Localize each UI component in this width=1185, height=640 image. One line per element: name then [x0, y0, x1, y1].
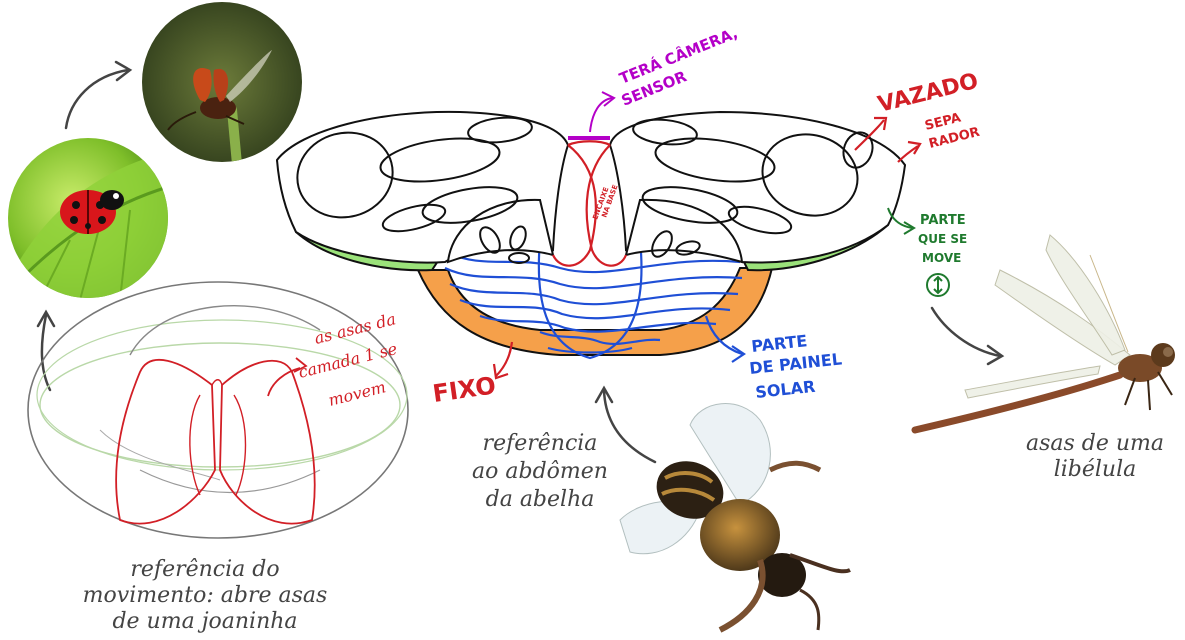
label-fixo-text: FIXO: [431, 371, 498, 408]
bee-arrow: [596, 388, 655, 462]
label-camera: TERÁ CÂMERA, SENSOR: [616, 23, 740, 110]
up-down-arrows-icon: [927, 274, 949, 296]
caption-ref-abdomen-line1: referência: [483, 431, 598, 456]
caption-ref-movimento: referência do movimento: abre asas de um…: [83, 557, 328, 634]
label-parte-move-line2: QUE SE: [918, 232, 967, 246]
label-painel-line1: PARTE: [750, 331, 808, 356]
label-parte-move: PARTE QUE SE MOVE: [888, 208, 967, 296]
note-asas-camada-line2: camada 1 se: [296, 339, 399, 382]
caption-ref-abdomen: referência ao abdômen da abelha: [472, 431, 608, 512]
fixed-base-part: [418, 268, 772, 355]
label-vazado-text: VAZADO: [875, 69, 981, 118]
label-painel-line3: SOLAR: [754, 377, 816, 402]
note-asas-camada-line3: movem: [326, 377, 387, 410]
label-separador: SEPA RADOR: [898, 110, 981, 162]
label-parte-move-line3: MOVE: [922, 251, 961, 265]
ladybug-on-leaf-photo: [0, 138, 180, 310]
caption-ref-abdomen-line3: da abelha: [486, 487, 595, 512]
caption-ref-libelula: asas de uma libélula: [1026, 431, 1164, 482]
caption-ref-movimento-line1: referência do: [130, 557, 279, 582]
bee-photo: [620, 404, 850, 630]
caption-ref-movimento-line3: de uma joaninha: [112, 609, 297, 634]
label-parte-move-line1: PARTE: [920, 213, 966, 228]
label-fixo: FIXO: [431, 342, 512, 408]
ladybug-opening-wings-photo: [142, 2, 302, 175]
dragonfly-arrow: [932, 308, 1002, 364]
caption-ref-libelula-line1: asas de uma: [1026, 431, 1164, 456]
caption-ref-movimento-line2: movimento: abre asas: [83, 583, 328, 608]
caption-ref-libelula-line2: libélula: [1054, 457, 1137, 482]
caption-ref-abdomen-line2: ao abdômen: [472, 459, 608, 484]
